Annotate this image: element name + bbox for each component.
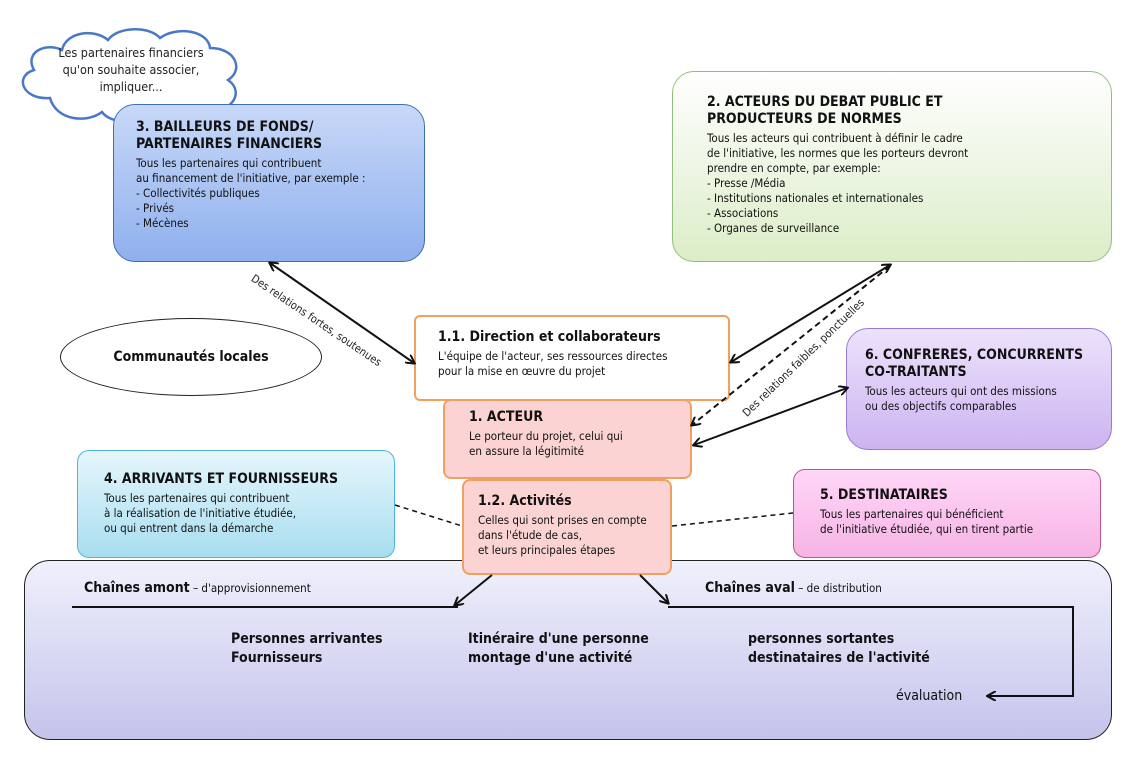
- cloud-text: Les partenaires financiers qu'on souhait…: [58, 45, 204, 94]
- column-sortantes: personnes sortantes destinataires de l'a…: [748, 631, 930, 666]
- box-confreres: 6. CONFRERES, CONCURRENTS CO-TRAITANTS T…: [846, 328, 1112, 450]
- box-bailleurs-list: Collectivités publiques Privés Mécènes: [136, 186, 402, 231]
- box-activites-desc: Celles qui sont prises en compte dans l'…: [478, 513, 647, 557]
- list-item: Collectivités publiques: [136, 186, 402, 201]
- list-item: Mécènes: [136, 216, 402, 231]
- evaluation-label: évaluation: [896, 688, 963, 704]
- column-arrivants: Personnes arrivantes Fournisseurs: [231, 631, 383, 666]
- chain-amont-sub: – d'approvisionnement: [189, 581, 311, 595]
- box-arrivants-desc: Tous les partenaires qui contribuent à l…: [104, 491, 297, 535]
- box-debat-title: 2. ACTEURS DU DEBAT PUBLIC ET PRODUCTEUR…: [707, 94, 943, 127]
- box-activites: 1.2. Activités Celles qui sont prises en…: [462, 479, 672, 575]
- dashed-link-arrivants: [394, 504, 463, 527]
- column-itineraire: Itinéraire d'une personne montage d'une …: [468, 631, 649, 666]
- box-debat-list: Presse /Média Institutions nationales et…: [707, 176, 1077, 236]
- box-arrivants-title: 4. ARRIVANTS ET FOURNISSEURS: [104, 471, 339, 487]
- list-item: Presse /Média: [707, 176, 1077, 191]
- box-destinataires-title: 5. DESTINATAIRES: [820, 487, 948, 503]
- box-direction-desc: L'équipe de l'acteur, ses ressources dir…: [438, 349, 668, 378]
- box-debat-desc: Tous les acteurs qui contribuent à défin…: [707, 131, 969, 175]
- chain-amont: Chaînes amont – d'approvisionnement: [84, 580, 311, 596]
- box-direction-title: 1.1. Direction et collaborateurs: [438, 329, 661, 345]
- chain-aval: Chaînes aval – de distribution: [705, 580, 882, 596]
- box-bailleurs: 3. BAILLEURS DE FONDS/ PARTENAIRES FINAN…: [113, 104, 425, 262]
- list-item: Institutions nationales et international…: [707, 191, 1077, 206]
- box-acteur-title: 1. ACTEUR: [469, 409, 544, 425]
- communautes-label: Communautés locales: [113, 349, 269, 365]
- dashed-link-destinataires: [671, 512, 794, 527]
- list-item: Associations: [707, 206, 1077, 221]
- box-confreres-title: 6. CONFRERES, CONCURRENTS CO-TRAITANTS: [865, 347, 1084, 380]
- box-arrivants: 4. ARRIVANTS ET FOURNISSEURS Tous les pa…: [77, 450, 395, 558]
- chain-aval-title: Chaînes aval: [705, 580, 795, 596]
- box-acteur-desc: Le porteur du projet, celui qui en assur…: [469, 429, 623, 458]
- chain-amont-title: Chaînes amont: [84, 580, 190, 596]
- box-destinataires-desc: Tous les partenaires qui bénéficient de …: [820, 507, 1034, 536]
- box-confreres-desc: Tous les acteurs qui ont des missions ou…: [865, 384, 1057, 413]
- box-activites-title: 1.2. Activités: [478, 493, 572, 509]
- box-direction: 1.1. Direction et collaborateurs L'équip…: [414, 315, 730, 401]
- box-bailleurs-desc: Tous les partenaires qui contribuent au …: [136, 156, 366, 185]
- chain-aval-sub: – de distribution: [794, 581, 882, 595]
- box-debat-public: 2. ACTEURS DU DEBAT PUBLIC ET PRODUCTEUR…: [672, 71, 1112, 262]
- list-item: Organes de surveillance: [707, 221, 1077, 236]
- list-item: Privés: [136, 201, 402, 216]
- communautes-ellipse: Communautés locales: [60, 318, 322, 396]
- box-destinataires: 5. DESTINATAIRES Tous les partenaires qu…: [793, 469, 1101, 558]
- box-bailleurs-title: 3. BAILLEURS DE FONDS/ PARTENAIRES FINAN…: [136, 119, 323, 152]
- box-acteur: 1. ACTEUR Le porteur du projet, celui qu…: [443, 399, 692, 479]
